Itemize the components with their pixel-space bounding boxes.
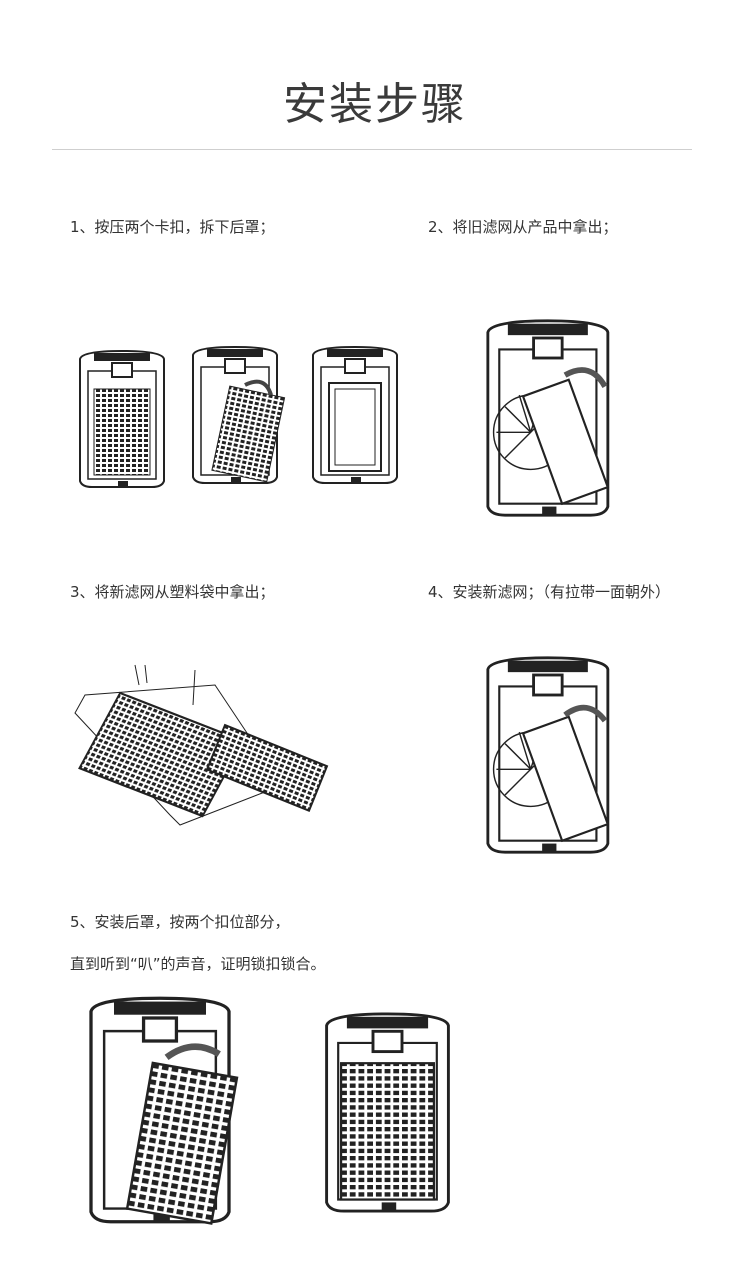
step-5-text-line2: 直到听到“叭”的声音，证明锁扣锁合。 bbox=[70, 955, 326, 973]
step-4-text: 4、安装新滤网；（有拉带一面朝外） bbox=[428, 583, 671, 601]
step-5-illustration-b bbox=[325, 1012, 450, 1213]
step-3-illustration bbox=[74, 664, 329, 826]
step-1-text: 1、按压两个卡扣，拆下后罩； bbox=[70, 218, 275, 236]
page-title: 安装步骤 bbox=[283, 79, 467, 130]
step-2-illustration bbox=[486, 319, 610, 517]
step-5-text: 5、安装后罩，按两个扣位部分， bbox=[70, 913, 290, 931]
step-3-text: 3、将新滤网从塑料袋中拿出； bbox=[70, 583, 275, 601]
step-5-illustration-a bbox=[89, 996, 239, 1225]
step-2-text: 2、将旧滤网从产品中拿出； bbox=[428, 218, 618, 236]
step-1-illustration bbox=[79, 346, 398, 488]
divider bbox=[52, 149, 692, 150]
step-4-illustration bbox=[486, 656, 610, 854]
